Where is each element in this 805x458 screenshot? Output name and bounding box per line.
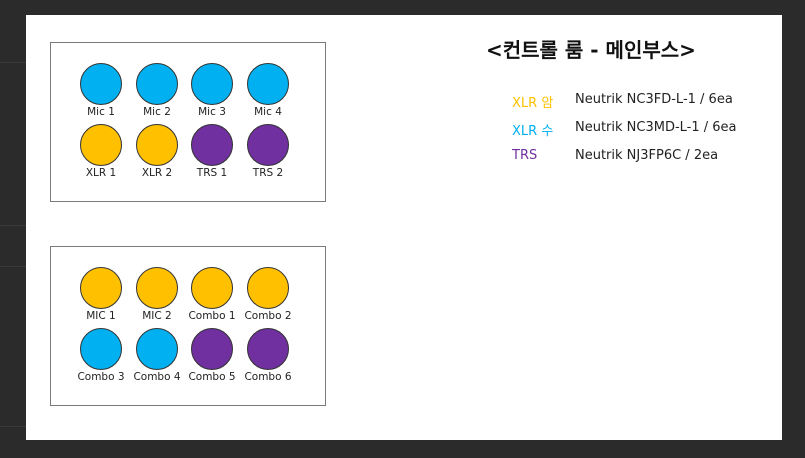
connector-label: Combo 1 (188, 310, 236, 322)
connector-jack: XLR 1 (73, 124, 129, 179)
connector-panel-1: Mic 1 Mic 2 Mic 3 Mic 4 XLR 1 XLR 2 TRS 1 TRS 2 (50, 42, 326, 202)
connector-jack: MIC 1 (73, 267, 129, 322)
connector-circle (247, 63, 289, 105)
connector-circle (247, 124, 289, 166)
connector-jack: Combo 5 (184, 328, 240, 383)
connector-circle (191, 328, 233, 370)
connector-label: TRS 1 (196, 167, 228, 179)
connector-circle (80, 328, 122, 370)
connector-jack: Mic 4 (240, 63, 296, 118)
connector-label: TRS 2 (252, 167, 284, 179)
connector-jack: Combo 3 (73, 328, 129, 383)
connector-label: Combo 5 (188, 371, 236, 383)
connector-jack: MIC 2 (129, 267, 185, 322)
connector-circle (191, 267, 233, 309)
connector-label: Mic 4 (254, 106, 282, 118)
connector-circle (80, 267, 122, 309)
legend-value: Neutrik NC3FD-L-1 / 6ea (575, 92, 733, 107)
connector-jack: Combo 6 (240, 328, 296, 383)
connector-circle (247, 267, 289, 309)
legend-value: Neutrik NJ3FP6C / 2ea (575, 148, 719, 163)
page-title: <컨트롤 룸 - 메인부스> (486, 38, 696, 62)
connector-label: Mic 1 (87, 106, 115, 118)
slide: Mic 1 Mic 2 Mic 3 Mic 4 XLR 1 XLR 2 TRS 1 TRS 2… (26, 15, 782, 440)
connector-circle (191, 63, 233, 105)
connector-circle (136, 124, 178, 166)
legend-key: TRS (512, 148, 538, 163)
background-divider (0, 62, 26, 63)
connector-jack: TRS 2 (240, 124, 296, 179)
connector-label: MIC 2 (142, 310, 172, 322)
legend-key: XLR 수 (512, 124, 554, 139)
connector-label: Combo 4 (133, 371, 181, 383)
connector-circle (136, 267, 178, 309)
connector-jack: Combo 1 (184, 267, 240, 322)
connector-label: XLR 1 (85, 167, 117, 179)
connector-label: Combo 2 (244, 310, 292, 322)
background-divider (0, 266, 26, 267)
connector-jack: TRS 1 (184, 124, 240, 179)
connector-jack: XLR 2 (129, 124, 185, 179)
background-divider (0, 225, 26, 226)
connector-label: XLR 2 (141, 167, 173, 179)
connector-circle (247, 328, 289, 370)
legend-key: XLR 암 (512, 96, 554, 111)
background-divider (0, 426, 26, 427)
connector-label: Combo 3 (77, 371, 125, 383)
connector-label: Mic 2 (143, 106, 171, 118)
connector-circle (136, 328, 178, 370)
connector-circle (136, 63, 178, 105)
connector-jack: Mic 3 (184, 63, 240, 118)
connector-jack: Combo 2 (240, 267, 296, 322)
connector-circle (191, 124, 233, 166)
legend-value: Neutrik NC3MD-L-1 / 6ea (575, 120, 737, 135)
connector-panel-2: MIC 1 MIC 2 Combo 1 Combo 2 Combo 3 Combo 4 Co… (50, 246, 326, 406)
connector-label: Combo 6 (244, 371, 292, 383)
connector-circle (80, 124, 122, 166)
connector-jack: Mic 2 (129, 63, 185, 118)
connector-label: MIC 1 (86, 310, 116, 322)
connector-jack: Combo 4 (129, 328, 185, 383)
connector-circle (80, 63, 122, 105)
connector-label: Mic 3 (198, 106, 226, 118)
connector-jack: Mic 1 (73, 63, 129, 118)
